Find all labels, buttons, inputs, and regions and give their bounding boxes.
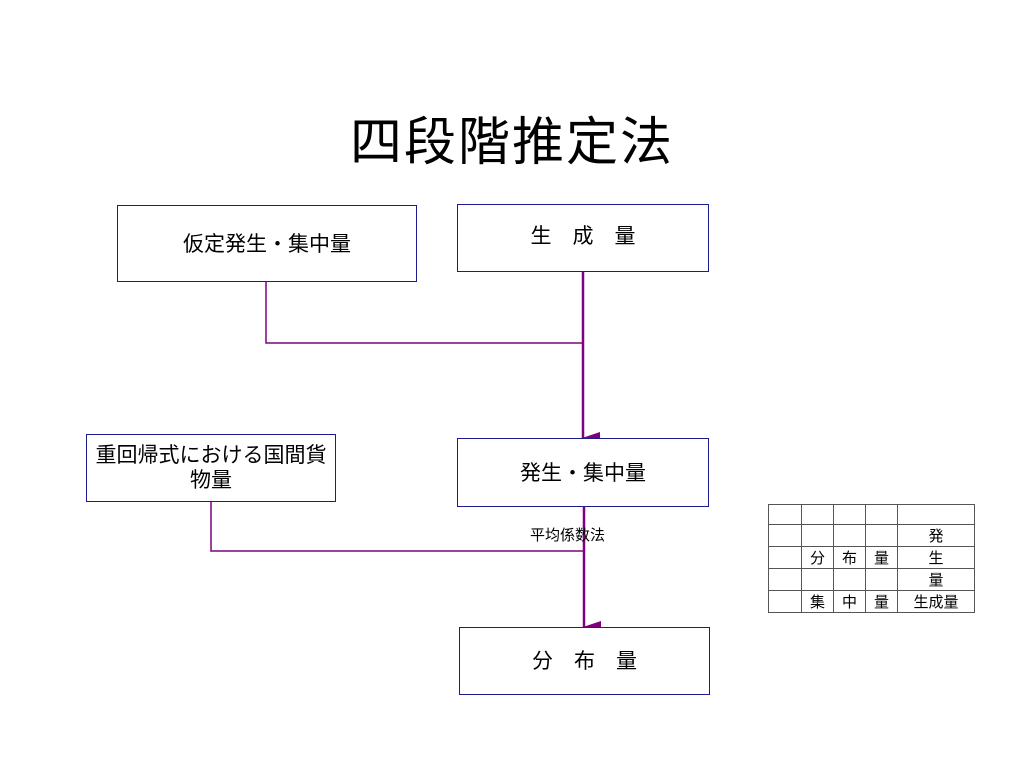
regression-box: 重回帰式における国間貨物量 [86,434,336,502]
matrix-total-cell: 生成量 [897,590,975,613]
matrix-conc-char-3: 量 [865,590,898,613]
matrix-generation-char-1: 発 [897,524,975,547]
generated-volume-label: 生 成 量 [530,224,636,248]
matrix-row-header [768,504,975,525]
generated-volume-box: 生 成 量 [457,204,709,272]
gen-attr-label: 発生・集中量 [520,460,646,485]
gen-attr-box: 発生・集中量 [457,438,709,507]
assumed-gen-attr-box: 仮定発生・集中量 [117,205,417,282]
matrix-dist-char-2: 布 [833,546,866,569]
matrix-dist-char-1: 分 [801,546,834,569]
regression-label: 重回帰式における国間貨物量 [95,443,327,492]
matrix-conc-char-1: 集 [801,590,834,613]
page-title: 四段階推定法 [349,113,674,173]
matrix-row-1: 発 [768,524,975,547]
connector-assumed-to-gen [265,282,583,344]
matrix-row-total: 集 中 量 生成量 [768,590,975,613]
matrix-row-3: 量 [768,568,975,591]
distribution-label: 分 布 量 [532,649,637,673]
method-label: 平均係数法 [530,526,606,544]
matrix-row-2: 分 布 量 生 [768,546,975,569]
matrix-generation-char-3: 量 [897,568,975,591]
distribution-box: 分 布 量 [459,627,710,695]
matrix-generation-char-2: 生 [897,546,975,569]
matrix-conc-char-2: 中 [833,590,866,613]
od-matrix-table: 発 分 布 量 生 量 集 中 量 生成量 [768,504,975,613]
connector-regression-to-dist [210,502,584,552]
assumed-gen-attr-label: 仮定発生・集中量 [183,231,351,256]
matrix-dist-char-3: 量 [865,546,898,569]
